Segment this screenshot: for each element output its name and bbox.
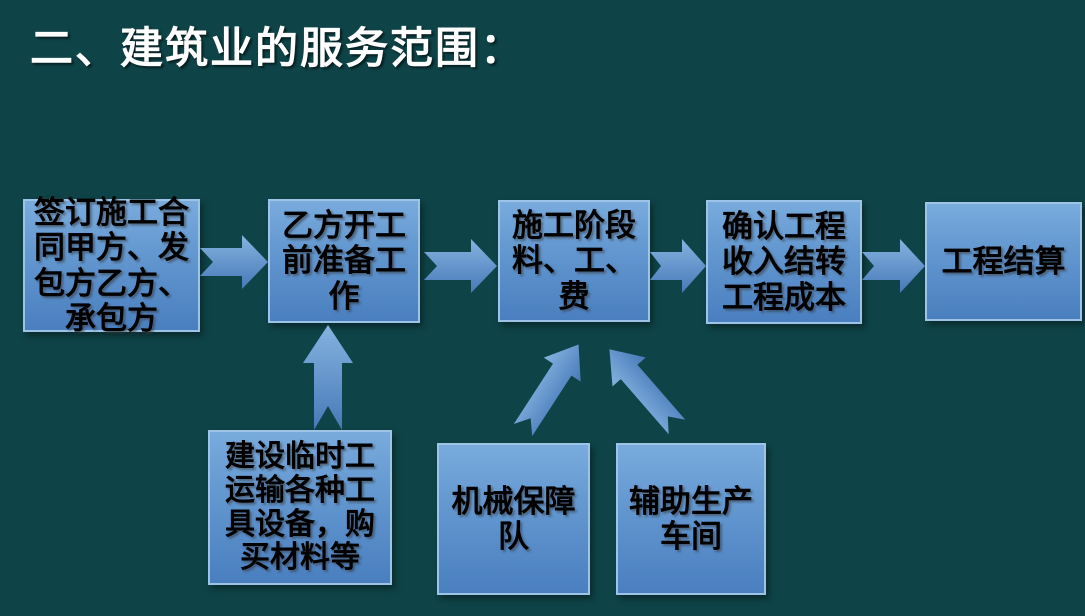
support-box-auxiliary-workshop: 辅助生产车间 — [616, 443, 766, 595]
flow-step-preparation: 乙方开工前准备工作 — [268, 199, 420, 323]
arrow-right-icon — [424, 239, 497, 293]
flow-step-construction-stage: 施工阶段料、工、费 — [498, 200, 650, 322]
arrow-up-icon — [303, 325, 353, 430]
flow-step-sign-contract: 签订施工合同甲方、发包方乙方、承包方 — [23, 195, 200, 336]
flow-step-confirm-revenue: 确认工程收入结转工程成本 — [706, 200, 862, 324]
page-title: 二、建筑业的服务范围： — [30, 25, 525, 73]
support-box-temporary-works: 建设临时工运输各种工具设备，购买材料等 — [208, 430, 392, 585]
arrow-right-icon — [862, 239, 925, 293]
flow-step-settlement: 工程结算 — [925, 202, 1082, 321]
diagonal-arrows-group — [513, 344, 686, 436]
arrow-up-right-icon — [513, 344, 581, 436]
support-box-machinery-team: 机械保障队 — [437, 443, 590, 595]
arrow-right-icon — [650, 239, 706, 293]
arrow-up-left-icon — [609, 349, 686, 435]
arrow-right-icon — [200, 235, 268, 289]
